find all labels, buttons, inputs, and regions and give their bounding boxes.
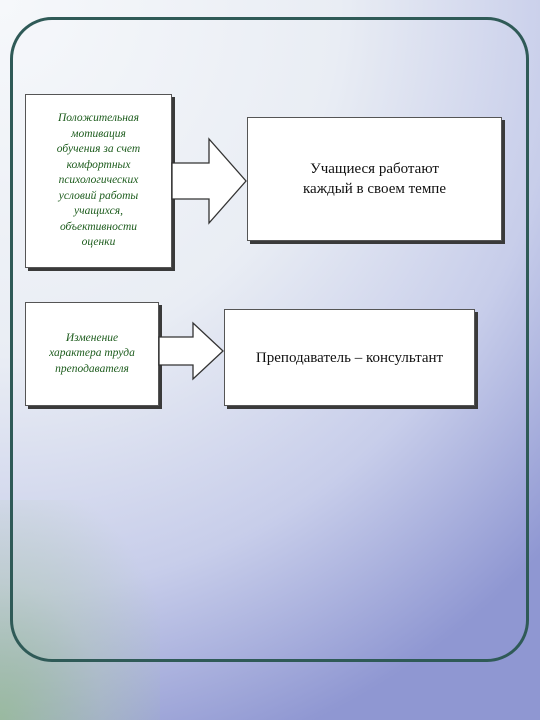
cause-box-motivation: Положительная мотивация обучения за счет… (25, 94, 172, 268)
arrow-right-1 (171, 137, 247, 225)
content-frame (10, 17, 529, 662)
effect-box-own-pace: Учащиеся работают каждый в своем темпе (247, 117, 502, 241)
effect-box-consultant: Преподаватель – консультант (224, 309, 475, 406)
cause-text-teacher-role: Изменение характера труда преподавателя (49, 331, 135, 375)
cause-box-teacher-role: Изменение характера труда преподавателя (25, 302, 159, 406)
cause-text-motivation: Положительная мотивация обучения за счет… (56, 112, 141, 249)
arrow-right-2 (158, 321, 224, 381)
background-corner-tint (0, 500, 160, 720)
effect-text-consultant: Преподаватель – консультант (255, 349, 444, 366)
effect-text-own-pace: Учащиеся работают каждый в своем темпе (302, 161, 446, 197)
